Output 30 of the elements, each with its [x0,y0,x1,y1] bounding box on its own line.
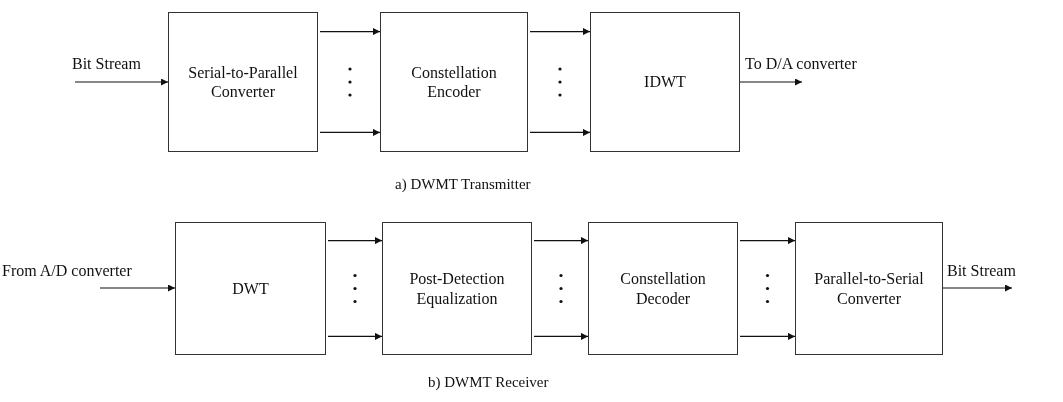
box-label: Serial-to-Parallel Converter [187,62,299,102]
box-label: DWT [231,278,270,299]
arrow [327,332,383,340]
arrow [99,284,176,292]
process-box [382,222,532,355]
arrow [942,284,1013,292]
arrow [739,237,796,245]
box-label: IDWT [643,72,687,92]
arrow [533,237,589,245]
process-box [380,12,528,152]
arrow [739,332,796,340]
arrow [529,128,591,136]
process-box [590,12,740,152]
process-box [795,222,943,355]
box-label: Parallel-to-Serial Converter [813,269,925,308]
arrow [319,128,381,136]
process-box [175,222,326,355]
arrow [739,78,803,86]
box-label: Post-Detection Equalization [408,269,506,308]
arrow [529,28,591,36]
arrow [319,28,381,36]
arrow [74,78,169,86]
box-label: Constellation Decoder [619,269,707,308]
process-box [168,12,318,152]
arrow [327,237,383,245]
process-box [588,222,738,355]
diagram-caption: b) DWMT Receiver [428,374,549,391]
diagram-caption: a) DWMT Transmitter [395,176,531,193]
box-label: Constellation Encoder [410,62,498,102]
arrow [533,332,589,340]
